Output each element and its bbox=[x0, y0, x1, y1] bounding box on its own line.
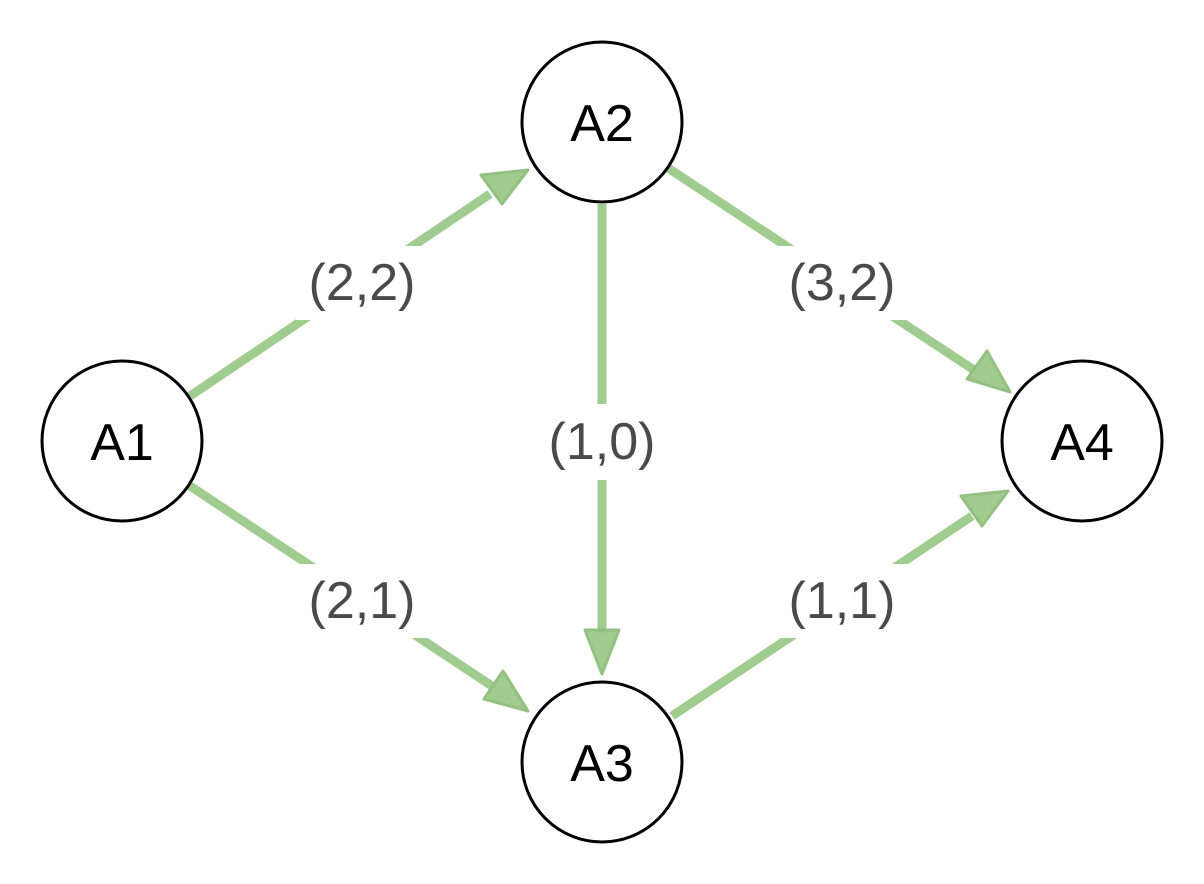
node-a3-circle bbox=[520, 680, 684, 844]
node-a1-circle bbox=[40, 359, 204, 523]
edge-label-bg-a3-a4 bbox=[776, 564, 908, 638]
node-a4-circle bbox=[1000, 359, 1164, 523]
nodes: A1 A2 A3 A4 bbox=[40, 40, 1164, 844]
edge-labels: (2,2) (2,1) (1,0) (3,2) (1,1) bbox=[296, 246, 908, 638]
edge-label-group-a1-a2: (2,2) bbox=[296, 246, 428, 320]
edge-label-group-a3-a4: (1,1) bbox=[776, 564, 908, 638]
edge-label-group-a2-a3: (1,0) bbox=[536, 404, 668, 480]
edge-label-a2-a3: (1,0) bbox=[549, 413, 656, 471]
edge-label-a2-a4: (3,2) bbox=[789, 254, 896, 312]
node-a1: A1 bbox=[40, 359, 204, 523]
node-a4: A4 bbox=[1000, 359, 1164, 523]
edge-label-bg-a1-a2 bbox=[296, 246, 428, 320]
node-a4-label: A4 bbox=[1050, 414, 1114, 472]
edge-label-a1-a3: (2,1) bbox=[309, 572, 416, 630]
arrowhead-a1-a3 bbox=[482, 669, 530, 713]
edge-label-a3-a4: (1,1) bbox=[789, 572, 896, 630]
edge-label-bg-a2-a4 bbox=[776, 246, 908, 320]
node-a2: A2 bbox=[520, 40, 684, 204]
edge-label-bg-a2-a3 bbox=[536, 404, 668, 480]
arrowhead-a2-a3 bbox=[583, 628, 621, 676]
edge-label-group-a2-a4: (3,2) bbox=[776, 246, 908, 320]
edge-label-bg-a1-a3 bbox=[296, 564, 428, 638]
node-a2-label: A2 bbox=[570, 95, 634, 153]
arrowhead-a3-a4 bbox=[959, 489, 1010, 528]
node-a3-label: A3 bbox=[570, 735, 634, 793]
node-a1-label: A1 bbox=[90, 414, 154, 472]
edge-label-group-a1-a3: (2,1) bbox=[296, 564, 428, 638]
node-a2-circle bbox=[520, 40, 684, 204]
edge-label-a1-a2: (2,2) bbox=[309, 254, 416, 312]
node-a3: A3 bbox=[520, 680, 684, 844]
arrowhead-a1-a2 bbox=[479, 168, 530, 206]
arrowhead-a2-a4 bbox=[965, 349, 1012, 394]
